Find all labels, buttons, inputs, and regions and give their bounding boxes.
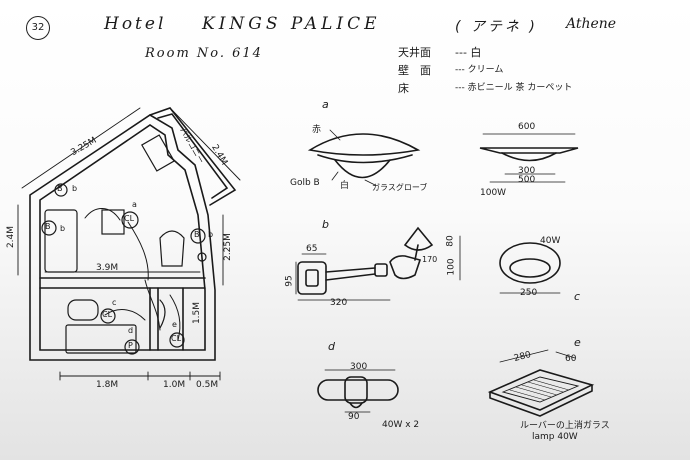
plan-fixture-7-sub: d	[128, 326, 134, 335]
fixture-a-label-red: 赤	[312, 125, 322, 135]
floor-plan-furniture	[44, 134, 185, 354]
fixture-e-dim-60: 60	[565, 354, 577, 364]
fixture-a-letter: a	[322, 98, 329, 111]
spec-ceiling-value: --- 白	[455, 46, 482, 59]
fixture-d-watt: 40W x 2	[382, 420, 420, 430]
fixture-a-dim-top: 600	[518, 122, 536, 132]
fixture-e-drawing	[487, 349, 595, 417]
plan-dim-left: 2.4M	[6, 225, 17, 249]
fixture-d-dim-bottom: 90	[348, 412, 360, 422]
fixture-c-watt: 40W	[540, 236, 561, 246]
spec-ceiling-label: 天井面	[398, 46, 431, 59]
fixture-b-letter: b	[322, 218, 329, 231]
plan-dim-15: 1.5M	[192, 301, 203, 325]
fixture-e-letter: e	[574, 336, 581, 349]
spec-wall-label: 壁 面	[398, 64, 431, 77]
plan-fixture-4-sub: b	[208, 230, 214, 239]
fixture-c-letter: c	[574, 290, 581, 303]
plan-dim-bottom-3: 0.5M	[196, 380, 219, 390]
plan-fixture-7: P	[128, 341, 133, 350]
plan-dim-mid: 3.9M	[96, 263, 119, 273]
fixture-d-dim-top: 300	[350, 362, 368, 372]
spec-wall-value: --- クリーム	[455, 65, 504, 75]
spec-floor-value: --- 赤ビニール 茶 カーペット	[455, 83, 573, 93]
plan-fixture-5: CL	[102, 310, 113, 319]
plan-fixture-1: B	[57, 184, 63, 193]
plan-fixture-6-sub: e	[172, 320, 177, 329]
plan-dim-right: 2.25M	[222, 233, 233, 261]
fixture-a-watt: 100W	[480, 188, 507, 198]
plan-dim-bottom-2: 1.0M	[163, 380, 186, 390]
plan-dim-bottom-1: 1.8M	[96, 380, 119, 390]
plan-fixture-1-sub: b	[72, 184, 78, 193]
fixture-a-drawing	[307, 129, 579, 186]
floor-plan-wiring	[84, 208, 181, 341]
room-number: Room No. 614	[145, 46, 263, 61]
hotel-name: KINGS PALICE	[202, 14, 381, 34]
fixture-d-drawing	[317, 369, 399, 413]
plan-fixture-3-sub: a	[132, 200, 137, 209]
fixture-a-label-glass: ガラスグローブ	[372, 183, 428, 192]
fixture-c-drawing	[499, 242, 561, 294]
page-number: 32	[26, 16, 50, 40]
fixture-b-drawing	[295, 226, 461, 301]
plan-fixture-2: B	[45, 222, 51, 231]
fixture-a-dim-mid: 300	[518, 166, 536, 176]
hotel-word: Hotel	[104, 14, 167, 34]
floor-plan-fixture-markers	[41, 183, 207, 355]
fixture-e-note: ルーバーの上消ガラス	[520, 421, 610, 431]
plan-fixture-6: CL	[171, 334, 182, 343]
floor-plan-dim-lines	[17, 107, 241, 381]
city-name: Athene	[566, 16, 617, 32]
fixture-a-label-white: 白	[340, 181, 350, 191]
fixture-a-dim-bottom: 500	[518, 175, 536, 185]
plan-fixture-4: B	[194, 230, 200, 239]
fixture-a-label-gold: Golb B	[290, 178, 320, 188]
city-jp: ( アテネ )	[455, 19, 538, 35]
fixture-d-letter: d	[328, 340, 335, 353]
fixture-b-dim-170: 170	[422, 255, 438, 264]
spec-floor-label: 床	[398, 82, 409, 95]
floor-plan-walls	[29, 107, 237, 361]
fixture-b-dim-80: 80	[445, 235, 456, 247]
plan-fixture-2-sub: b	[60, 224, 66, 233]
fixture-c-dim: 250	[520, 288, 538, 298]
plan-fixture-5-sub: c	[112, 298, 117, 307]
fixture-e-lamp: lamp 40W	[532, 432, 578, 442]
fixture-b-dim-95: 95	[284, 275, 295, 287]
fixture-b-dim-65: 65	[306, 244, 318, 254]
fixture-b-dim-320: 320	[330, 298, 348, 308]
plan-fixture-3: CL	[124, 214, 135, 223]
fixture-b-dim-100: 100	[446, 258, 457, 276]
